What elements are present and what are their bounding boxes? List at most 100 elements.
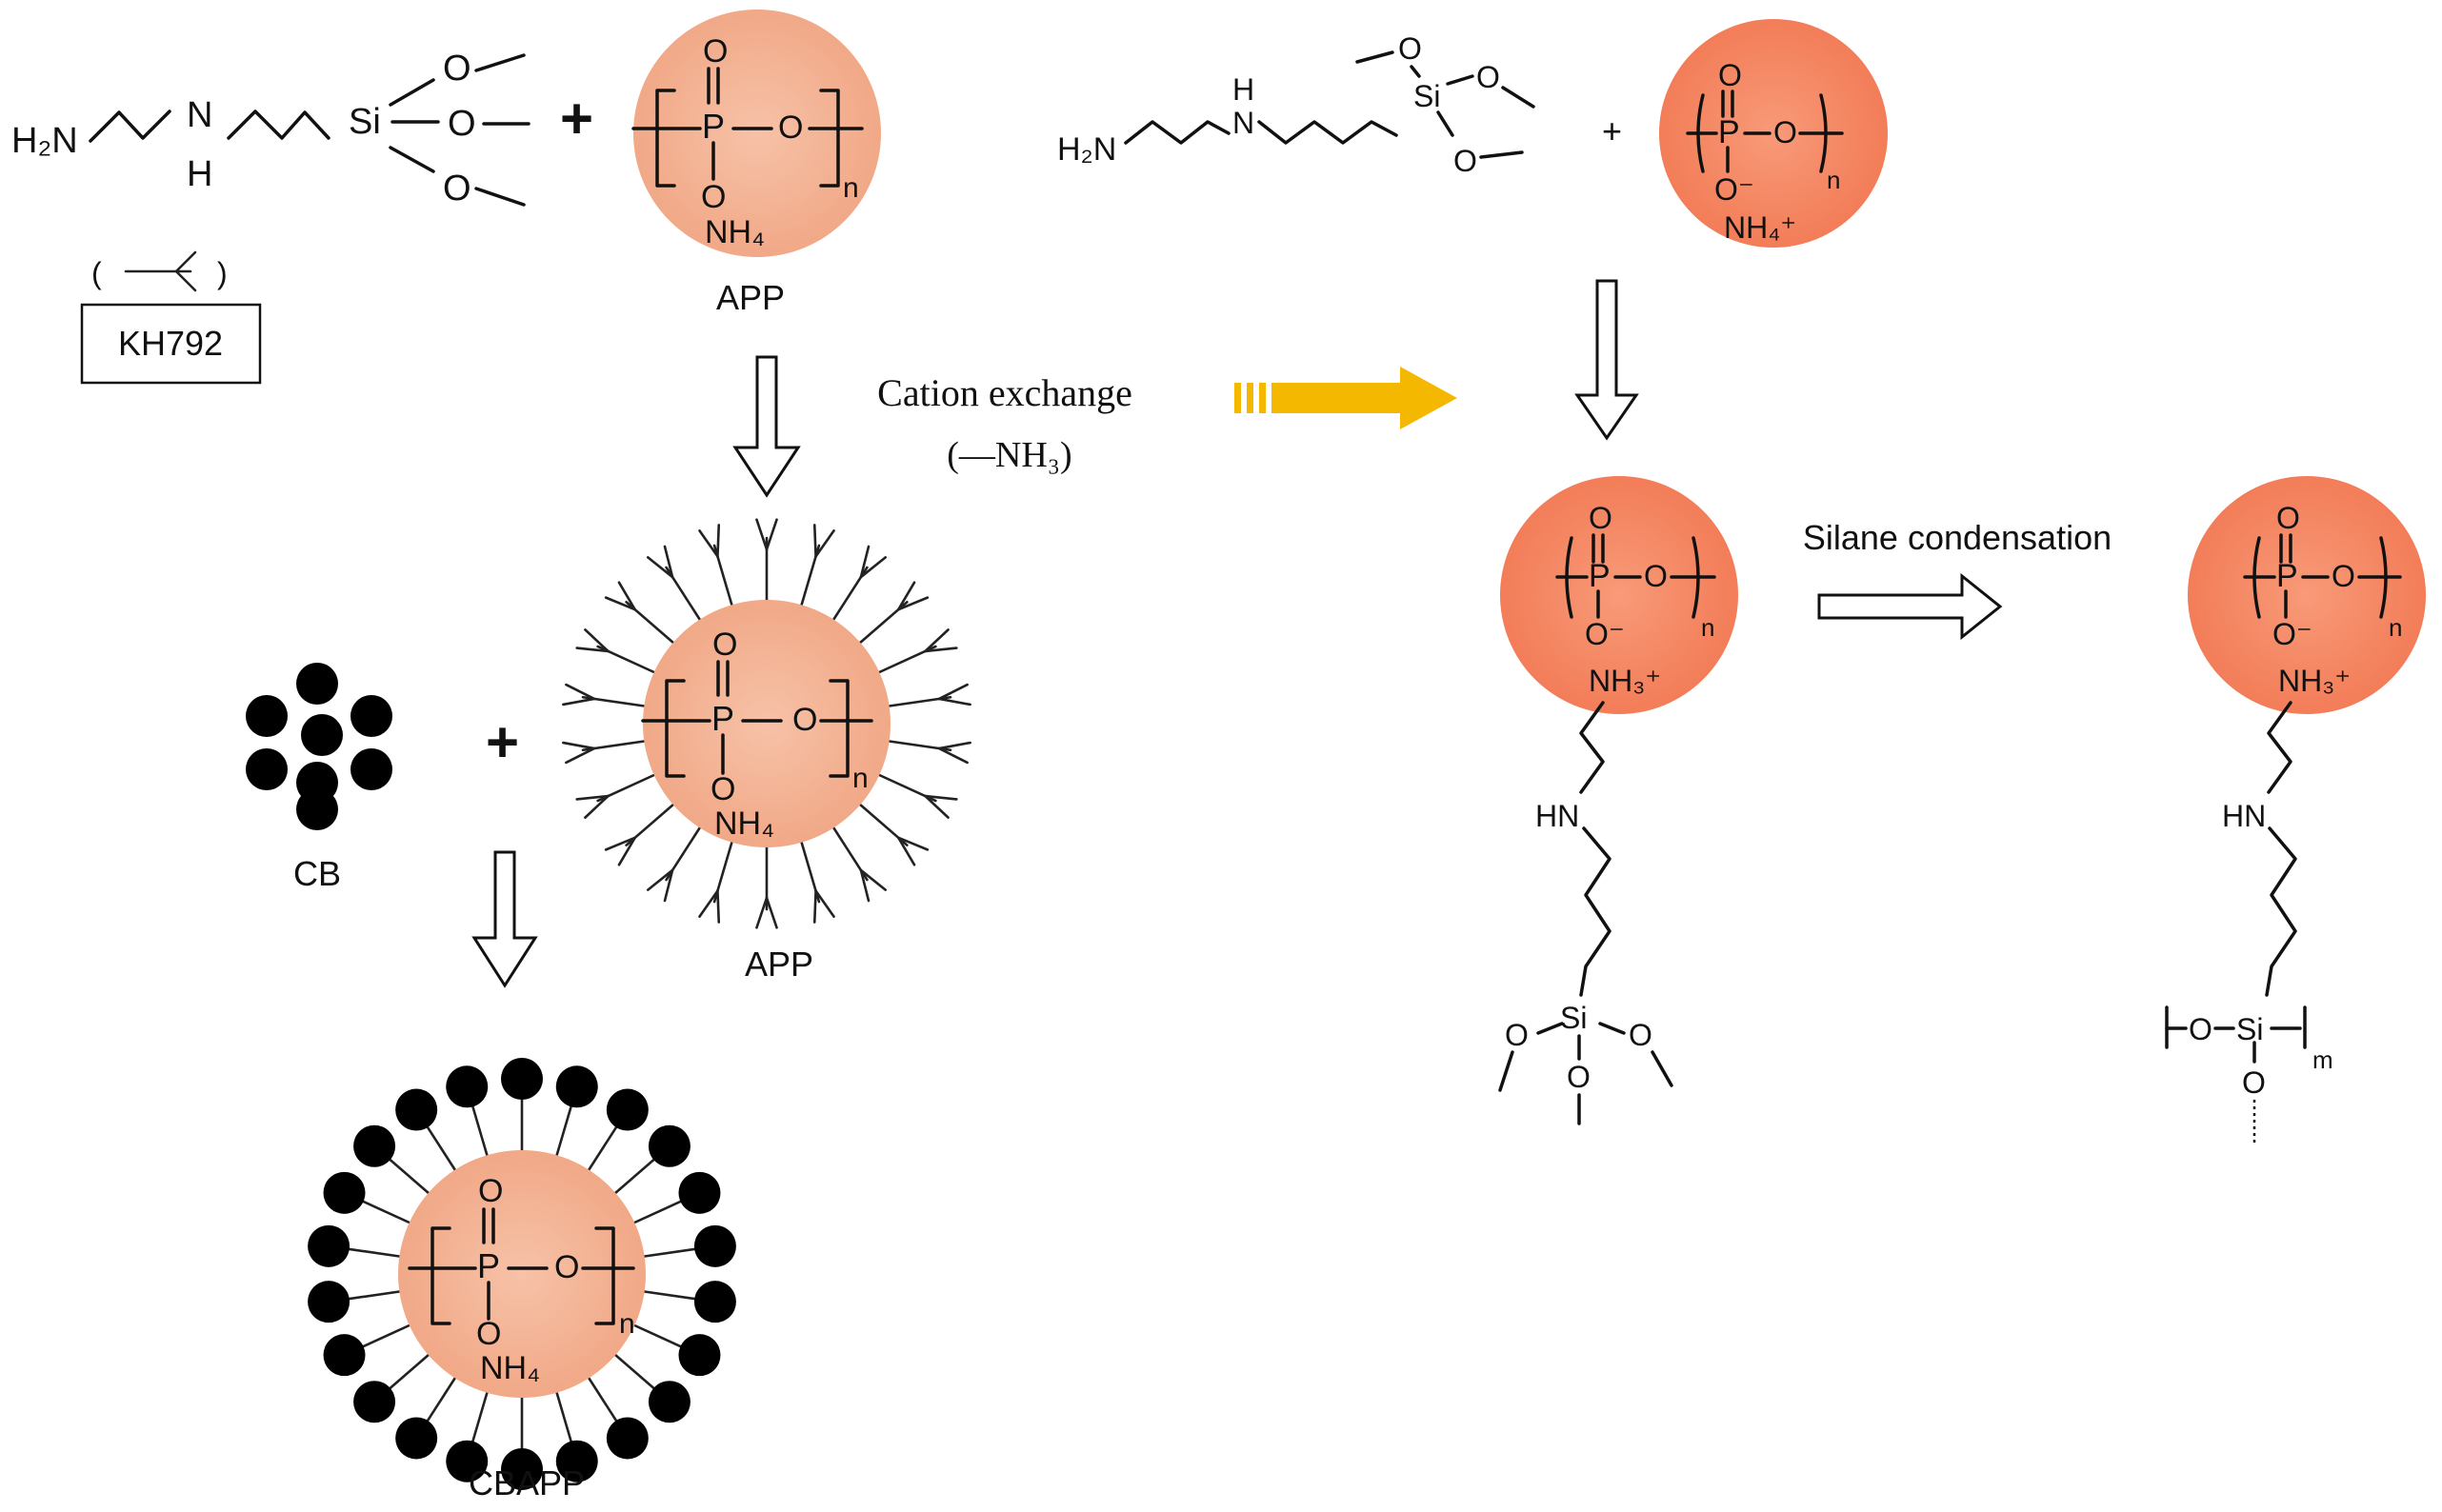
- o-bridge: O: [2332, 559, 2355, 593]
- kh792-spike-branch: [897, 836, 930, 851]
- kh792-structure-right: H₂N H N Si O O O: [1057, 31, 1535, 178]
- plus-sign: +: [1602, 111, 1622, 150]
- bracket-right: [2379, 536, 2388, 619]
- si-label: Si: [349, 102, 381, 142]
- nh4-plus: NH₄⁺: [1724, 210, 1796, 245]
- ethylene-chain: [2267, 701, 2292, 794]
- kh792-spike-branch: [575, 794, 610, 801]
- app-sphere: [643, 600, 891, 847]
- down-arrow-right: [1574, 279, 1639, 441]
- app-sphere: [633, 10, 881, 257]
- o-bridge: O: [792, 702, 817, 738]
- carbon-black-sphere: [353, 1381, 396, 1423]
- carbon-black-sphere: [395, 1088, 438, 1131]
- carbon-black-sphere: [606, 1088, 649, 1131]
- cb-linker: [348, 1290, 401, 1301]
- h-label: H: [187, 154, 212, 194]
- o-label: O: [2242, 1065, 2266, 1100]
- o-double: O: [712, 627, 737, 663]
- ethylene-chain: [1579, 701, 1605, 794]
- carbon-black-sphere: [678, 1171, 721, 1214]
- app-label-top: APP: [716, 278, 785, 317]
- nh4-label: NH₄: [705, 214, 765, 250]
- p-label: P: [1718, 114, 1740, 150]
- o-label: O: [443, 169, 471, 209]
- h2n-label: H₂N: [1057, 131, 1116, 168]
- silane-condensation-label: Silane condensation: [1803, 518, 2112, 557]
- bracket-left: [2252, 536, 2261, 619]
- carbon-black-sphere: [446, 1065, 489, 1108]
- bracket-left: [655, 89, 676, 188]
- kh792-spike-branch: [716, 524, 721, 558]
- cb-label: CB: [293, 854, 341, 893]
- bracket-left: [665, 679, 686, 778]
- kh792-spike-branch: [859, 868, 871, 903]
- kh792-spike-branch: [617, 581, 636, 611]
- kh792-spike-branch: [937, 683, 969, 701]
- cb-linker: [348, 1247, 401, 1258]
- ethylene-bond: [89, 109, 171, 143]
- app-particle-right-top: O P O O⁻ NH₄⁺ n: [1659, 19, 1888, 248]
- o-bridge: O: [1773, 115, 1797, 149]
- paren-close: ): [217, 256, 228, 290]
- kh792-spike-branch: [565, 746, 596, 765]
- hn-label: HN: [2222, 799, 2266, 833]
- kh792-spike-branch: [765, 896, 778, 929]
- n-subscript: n: [852, 763, 869, 794]
- kh792-label: KH792: [118, 324, 223, 363]
- p-label: P: [702, 107, 725, 146]
- kh792-spike-branch: [755, 896, 769, 929]
- o-minus: O⁻: [2272, 617, 2312, 651]
- carbon-black-sphere: [353, 1124, 396, 1167]
- carbon-black-sphere: [308, 1224, 350, 1267]
- carbon-black-sphere: [648, 1124, 691, 1167]
- o-label: O: [1398, 31, 1422, 66]
- hn-label: HN: [1535, 799, 1579, 833]
- o-lower: O: [476, 1316, 501, 1352]
- bracket-right: [819, 89, 840, 188]
- paren-open: (: [91, 256, 102, 290]
- plus-sign: +: [560, 87, 593, 150]
- down-arrow-app: [732, 355, 801, 498]
- o-double: O: [478, 1173, 503, 1209]
- bracket-right: [1819, 93, 1828, 173]
- bracket-right: [829, 679, 850, 778]
- kh792-spike-branch: [584, 794, 610, 819]
- cb-linker: [587, 1377, 618, 1422]
- o-bridge: O: [778, 109, 803, 146]
- kh792-spike-branch: [716, 889, 721, 924]
- nh3-removed-label: (—NH₃): [947, 435, 1071, 475]
- kh792-molecule: H₂N N H Si O O O: [11, 49, 530, 209]
- nh4-label: NH₄: [714, 806, 774, 842]
- si-label: Si: [1413, 79, 1440, 113]
- h2n-label: H₂N: [11, 121, 78, 161]
- kh792-spike-branch: [924, 628, 950, 653]
- kh792-spike-branch: [617, 836, 636, 866]
- n-label: N: [187, 95, 212, 135]
- o-minus: O⁻: [1585, 617, 1625, 651]
- o-label: O: [1629, 1018, 1652, 1052]
- cb-linker: [643, 1290, 696, 1301]
- kh792-spike-branch: [812, 524, 817, 558]
- kh792-spike-branch: [859, 545, 871, 579]
- nh3-plus: NH₃⁺: [1589, 664, 1661, 698]
- cb-linker: [389, 1353, 430, 1390]
- cb-linker: [471, 1105, 489, 1157]
- propyl-chain: [2265, 826, 2297, 997]
- n-subscript: n: [843, 172, 859, 204]
- kh792-spike-branch: [646, 868, 674, 891]
- carbon-black-cluster: CB: [246, 663, 392, 893]
- o-lower: O: [701, 179, 726, 215]
- kh792-spike-branch: [859, 556, 888, 579]
- carbon-black-sphere: [648, 1381, 691, 1423]
- kh792-legend: ( ) KH792: [80, 250, 262, 385]
- app-particle-modified: O P O O NH₄ n APP: [562, 518, 971, 984]
- cb-spheres: [308, 1058, 736, 1490]
- kh792-spike-branch: [604, 596, 636, 611]
- cb-linker: [426, 1377, 457, 1422]
- app-label-mid: APP: [745, 945, 813, 984]
- cb-linker: [389, 1158, 430, 1195]
- kh792-box: [80, 303, 262, 385]
- n-label: N: [1232, 106, 1254, 140]
- kh792-spike-branch: [897, 836, 916, 866]
